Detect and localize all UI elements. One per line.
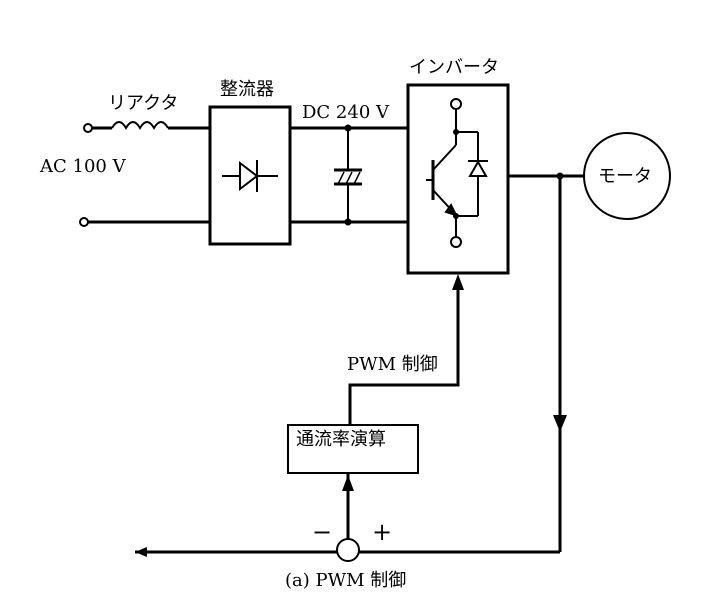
node-cap-top [344, 124, 352, 132]
node-output [556, 172, 564, 180]
ac-terminal-top [83, 123, 93, 133]
motor-circle [583, 132, 671, 220]
inverter-switch-symbol [426, 98, 488, 248]
summing-junction [336, 538, 360, 562]
duty-calc-label: 通流率演算 [296, 429, 386, 450]
reactor-coil [111, 121, 169, 130]
caption: (a) PWM 制御 [285, 570, 407, 591]
motor-label: モータ [598, 166, 652, 187]
minus-sign: − [312, 518, 333, 546]
duty-calc-box [287, 424, 419, 474]
reactor-label: リアクタ [108, 93, 179, 114]
pwm-control-label: PWM 制御 [347, 354, 438, 375]
rectifier-box [208, 105, 292, 246]
arrow-to-inverter [452, 274, 464, 290]
dc-voltage-label: DC 240 V [302, 102, 390, 123]
inverter-label: インバータ [409, 57, 499, 78]
inverter-box [406, 83, 510, 275]
plus-sign: + [372, 518, 393, 546]
rectifier-label: 整流器 [220, 79, 274, 100]
ac-input-label: AC 100 V [40, 156, 126, 177]
arrow-feedback-down [553, 415, 567, 432]
ac-terminal-bottom [79, 217, 89, 227]
node-cap-bottom [344, 218, 352, 226]
rectifier-diode-symbol [222, 160, 278, 192]
arrow-to-duty-calc [342, 475, 354, 491]
arrow-reference [135, 547, 147, 557]
